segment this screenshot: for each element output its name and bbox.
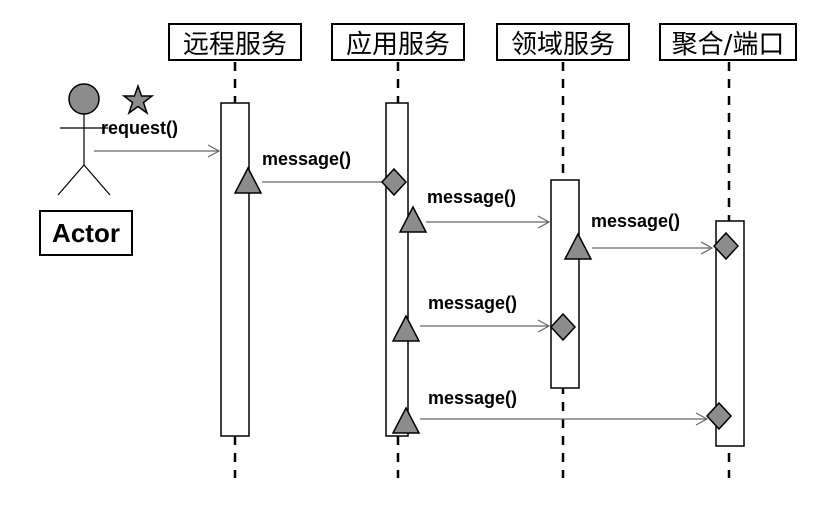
activation-domain — [550, 179, 580, 389]
message-arrow-3 — [426, 215, 551, 229]
star-icon — [121, 83, 155, 115]
message-label: message() — [262, 149, 352, 169]
lane-title-application-service: 应用服务 — [331, 23, 465, 61]
lane-title-domain-service: 领域服务 — [496, 23, 630, 61]
send-marker-1 — [233, 166, 263, 194]
message-arrow-4 — [592, 241, 714, 255]
message-label: message() — [428, 293, 518, 313]
message-label: message() — [591, 211, 681, 231]
actor-icon — [57, 83, 111, 196]
actor-label: Actor — [39, 210, 133, 256]
message-arrow-6 — [420, 412, 709, 426]
message-arrow-5 — [420, 319, 551, 333]
receive-marker-1 — [380, 167, 408, 197]
send-marker-3 — [563, 232, 593, 260]
receive-marker-4 — [705, 401, 733, 431]
message-label: message() — [428, 388, 518, 408]
send-marker-4 — [391, 314, 421, 342]
activation-remote — [220, 102, 250, 437]
activation-app — [385, 102, 409, 437]
receive-marker-2 — [712, 231, 740, 261]
lane-title-aggregate-port: 聚合/端口 — [659, 23, 797, 61]
message-label: request() — [101, 118, 179, 138]
message-arrow-1 — [94, 144, 221, 158]
send-marker-2 — [398, 205, 428, 233]
send-marker-5 — [391, 406, 421, 434]
message-label: message() — [427, 187, 517, 207]
receive-marker-3 — [549, 312, 577, 342]
lane-title-remote-service: 远程服务 — [168, 23, 302, 61]
